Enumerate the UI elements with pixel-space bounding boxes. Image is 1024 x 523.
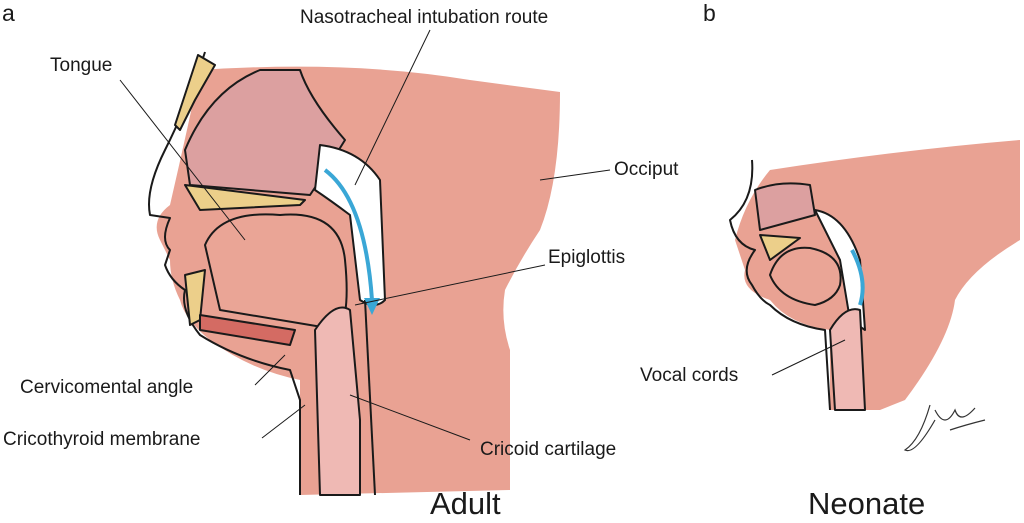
adult-title: Adult xyxy=(430,486,501,521)
panel-letter-a: a xyxy=(2,0,15,26)
adult-esophagus-wall xyxy=(364,299,376,496)
artist-signature xyxy=(903,404,986,452)
label-nasotracheal-route: Nasotracheal intubation route xyxy=(300,7,549,28)
label-cricoid-cartilage: Cricoid cartilage xyxy=(480,439,617,460)
adult-nasal-cavity xyxy=(184,69,346,196)
adult-nasal-bone xyxy=(174,54,216,131)
neonate-trachea xyxy=(829,308,866,411)
label-tongue: Tongue xyxy=(50,55,113,76)
nasotracheal-route-arrow xyxy=(323,168,374,301)
adult-trachea xyxy=(314,306,361,496)
neonate-face-outline xyxy=(729,159,831,411)
neonate-title: Neonate xyxy=(808,486,926,521)
label-occiput: Occiput xyxy=(614,159,679,180)
adult-floor-muscle xyxy=(199,314,296,346)
label-vocal-cords: Vocal cords xyxy=(640,365,739,386)
adult-head xyxy=(148,51,560,496)
label-epiglottis: Epiglottis xyxy=(548,247,626,268)
neonate-tongue xyxy=(769,246,842,306)
neonate-palate xyxy=(759,234,801,261)
label-cricothyroid-membrane: Cricothyroid membrane xyxy=(3,429,201,450)
leader-lines xyxy=(119,29,846,441)
panel-letter-b: b xyxy=(703,0,716,26)
label-cervicomental-angle: Cervicomental angle xyxy=(20,377,194,398)
adult-palate xyxy=(184,184,306,211)
neonate-head xyxy=(729,140,1020,411)
adult-face-outline xyxy=(148,51,301,495)
neonate-route-arrow xyxy=(850,249,865,306)
